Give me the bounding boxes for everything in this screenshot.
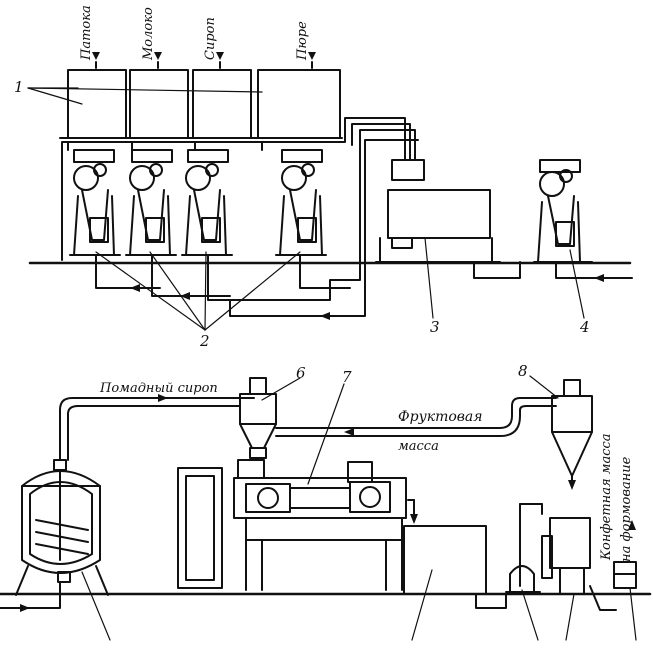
- machine-7: [177, 459, 415, 591]
- input-label-moloko: Молоко: [141, 7, 156, 60]
- hopper-6: [239, 377, 277, 459]
- cooker-vessel: [15, 459, 109, 596]
- flow-label-pomadny-sirop: Помадный сироп: [100, 381, 218, 396]
- header-pipes: [61, 117, 416, 261]
- output-label-line-2: на формование: [619, 456, 634, 562]
- input-arrows: [95, 61, 313, 69]
- input-label-pyure: Пюре: [295, 21, 310, 60]
- input-label-patoka: Патока: [79, 5, 94, 60]
- hopper-8: [551, 379, 593, 487]
- callout-7: 7: [342, 368, 352, 386]
- flow-label-fruktovaya: Фруктовая: [398, 409, 483, 425]
- callout-4: 4: [580, 318, 590, 336]
- collector-tank: [403, 525, 507, 609]
- callout-2: 2: [200, 332, 210, 350]
- collection-pipes: [95, 139, 633, 317]
- transfer-pump: [533, 159, 593, 263]
- mixer: [375, 159, 501, 263]
- small-pump: [505, 565, 541, 593]
- syrup-pipe: [59, 397, 255, 461]
- top-flow-arrows: [92, 52, 604, 320]
- fruit-mass-pipe: [275, 397, 557, 437]
- output-label-line-1: Конфетная масса: [599, 433, 614, 560]
- dosing-pumps: [69, 149, 327, 256]
- output-pump: [613, 561, 637, 589]
- callout-8: 8: [518, 362, 528, 380]
- callout-3: 3: [430, 318, 440, 336]
- top-leaders: [27, 87, 585, 331]
- input-label-sirop: Сироп: [203, 17, 218, 60]
- bottom-leaders: [81, 375, 637, 641]
- callout-6: 6: [296, 364, 306, 382]
- storage-tanks: [59, 69, 343, 139]
- flow-label-massa: масса: [398, 439, 439, 454]
- bottom-flow-arrows: [20, 394, 636, 612]
- callout-1: 1: [14, 78, 24, 96]
- tempering-unit: [519, 503, 617, 611]
